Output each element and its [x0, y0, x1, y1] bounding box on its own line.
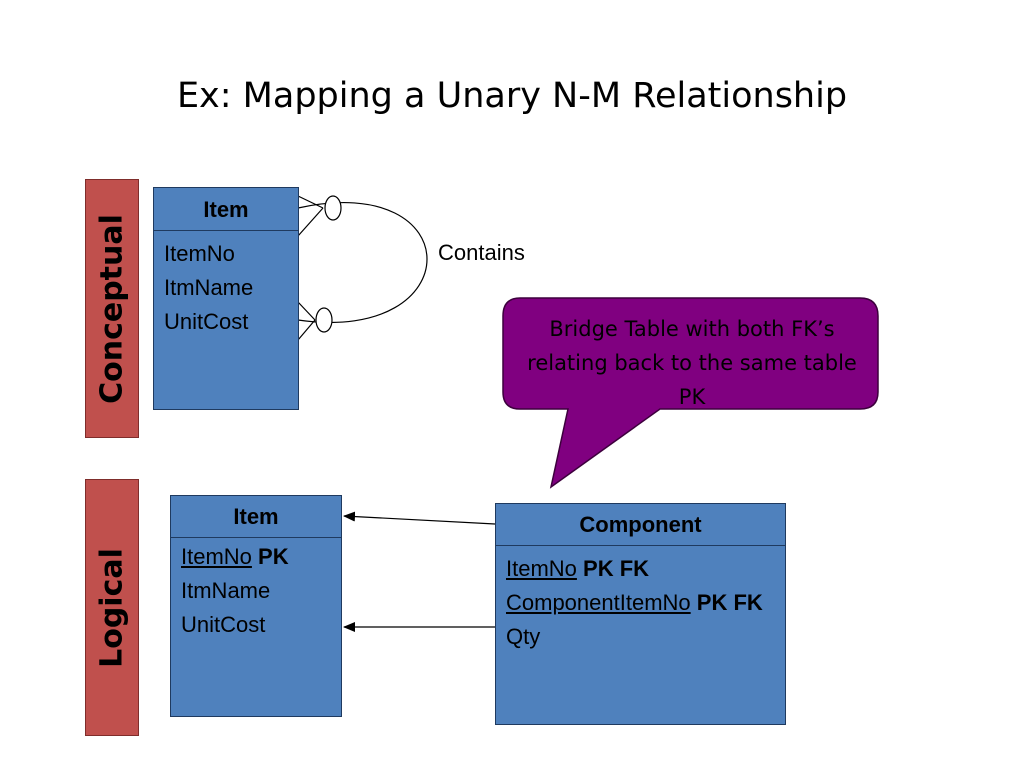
relationship-loop — [297, 202, 428, 323]
slide-title: Ex: Mapping a Unary N-M Relationship — [176, 76, 848, 116]
entity-attributes: ItemNo ItmName UnitCost — [154, 231, 298, 339]
entity-header: Item — [171, 496, 341, 538]
attribute: ItmName — [164, 275, 254, 300]
attribute: UnitCost — [181, 608, 341, 642]
attribute-name: ItemNo — [506, 556, 577, 581]
conceptual-section-label: Conceptual — [85, 179, 139, 438]
attribute-name: ItmName — [181, 578, 271, 603]
attribute: ItemNo PK — [181, 540, 341, 574]
logical-section-label: Logical — [85, 479, 139, 736]
entity-header: Item — [154, 188, 298, 231]
logical-component-entity: Component ItemNo PK FK ComponentItemNo P… — [495, 503, 786, 725]
logical-item-entity: Item ItemNo PK ItmName UnitCost — [170, 495, 342, 717]
attribute-name: UnitCost — [181, 612, 266, 637]
attribute-keys: PK — [258, 544, 289, 569]
attribute: ItemNo — [164, 241, 235, 266]
attribute-name: Qty — [506, 624, 541, 649]
attribute-name: ComponentItemNo — [506, 590, 691, 615]
attribute-keys: PK FK — [696, 590, 763, 615]
relationship-label: Contains — [438, 240, 525, 265]
attribute-name: ItemNo — [181, 544, 252, 569]
entity-header: Component — [496, 504, 785, 546]
attribute: UnitCost — [164, 309, 249, 334]
entity-attributes: ItemNo PK ItmName UnitCost — [171, 538, 341, 642]
conceptual-item-entity: Item ItemNo ItmName UnitCost — [153, 187, 299, 410]
crows-foot-top — [297, 195, 342, 237]
attribute: Qty — [506, 620, 785, 654]
attribute: ItmName — [181, 574, 341, 608]
entity-attributes: ItemNo PK FK ComponentItemNo PK FK Qty — [496, 546, 785, 654]
attribute: ComponentItemNo PK FK — [506, 586, 785, 620]
fk-arrow-itemno — [343, 511, 496, 525]
callout-bubble — [502, 297, 879, 489]
attribute: ItemNo PK FK — [506, 552, 785, 586]
callout-text: Bridge Table with both FK’s relating bac… — [527, 317, 857, 409]
attribute-keys: PK FK — [583, 556, 650, 581]
crows-foot-bottom — [297, 301, 333, 341]
